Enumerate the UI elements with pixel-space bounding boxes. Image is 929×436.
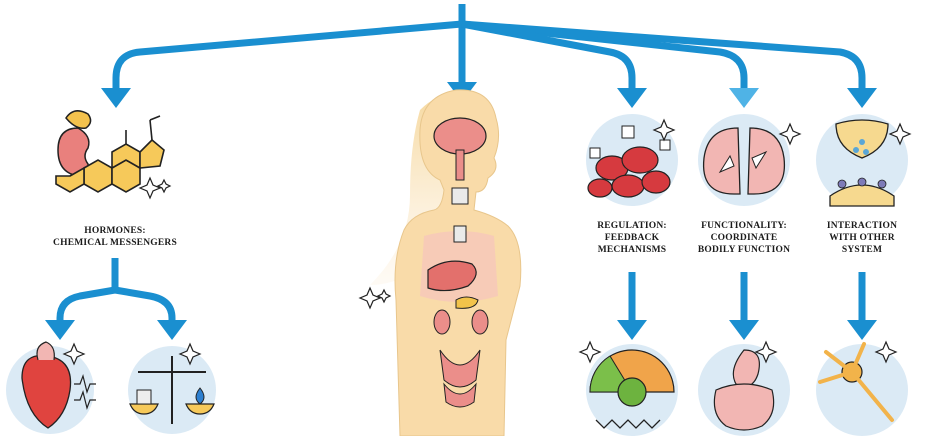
arrowheads bbox=[45, 82, 877, 340]
human-body-icon bbox=[370, 89, 522, 436]
lungs-icon bbox=[698, 114, 790, 206]
label-hormones-line2: CHEMICAL MESSENGERS bbox=[53, 238, 177, 248]
steroid-molecule-icon bbox=[55, 115, 165, 193]
label-functionality-line2: COORDINATE bbox=[710, 233, 778, 243]
gauge-meter-icon bbox=[586, 344, 678, 436]
sparkle-icon bbox=[652, 118, 912, 146]
brain-icon bbox=[433, 117, 487, 155]
thyroid-icon bbox=[451, 187, 469, 205]
heart-icon bbox=[6, 341, 96, 434]
synapse-icon bbox=[816, 114, 908, 207]
label-functionality-line1: FUNCTIONALITY: bbox=[701, 221, 787, 231]
label-functionality: FUNCTIONALITY: COORDINATE BODILY FUNCTIO… bbox=[694, 220, 794, 256]
label-regulation: REGULATION: FEEDBACK MECHANISMS bbox=[582, 220, 682, 256]
label-regulation-line3: MECHANISMS bbox=[597, 245, 667, 255]
label-regulation-line2: FEEDBACK bbox=[604, 233, 660, 243]
label-interaction-line3: SYSTEM bbox=[841, 245, 883, 255]
label-interaction-line2: WITH OTHER bbox=[829, 233, 895, 243]
label-regulation-line1: REGULATION: bbox=[597, 221, 667, 231]
label-interaction-line1: INTERACTION bbox=[826, 221, 898, 231]
label-functionality-line3: BODILY FUNCTION bbox=[697, 245, 791, 255]
sparkle-icon bbox=[358, 286, 392, 310]
sparkle-icon bbox=[62, 340, 898, 366]
sparkle-icon bbox=[138, 176, 172, 200]
liver-icon bbox=[427, 260, 477, 292]
connector-arrows bbox=[56, 4, 866, 322]
label-interaction: INTERACTION WITH OTHER SYSTEM bbox=[812, 220, 912, 256]
balance-scale-icon bbox=[128, 346, 216, 434]
label-hormones: HORMONES: CHEMICAL MESSENGERS bbox=[45, 225, 185, 249]
red-blood-cells-icon bbox=[586, 114, 678, 206]
neuron-icon bbox=[816, 342, 908, 436]
label-hormones-line1: HORMONES: bbox=[84, 226, 146, 236]
digestive-system-icon bbox=[698, 344, 790, 436]
